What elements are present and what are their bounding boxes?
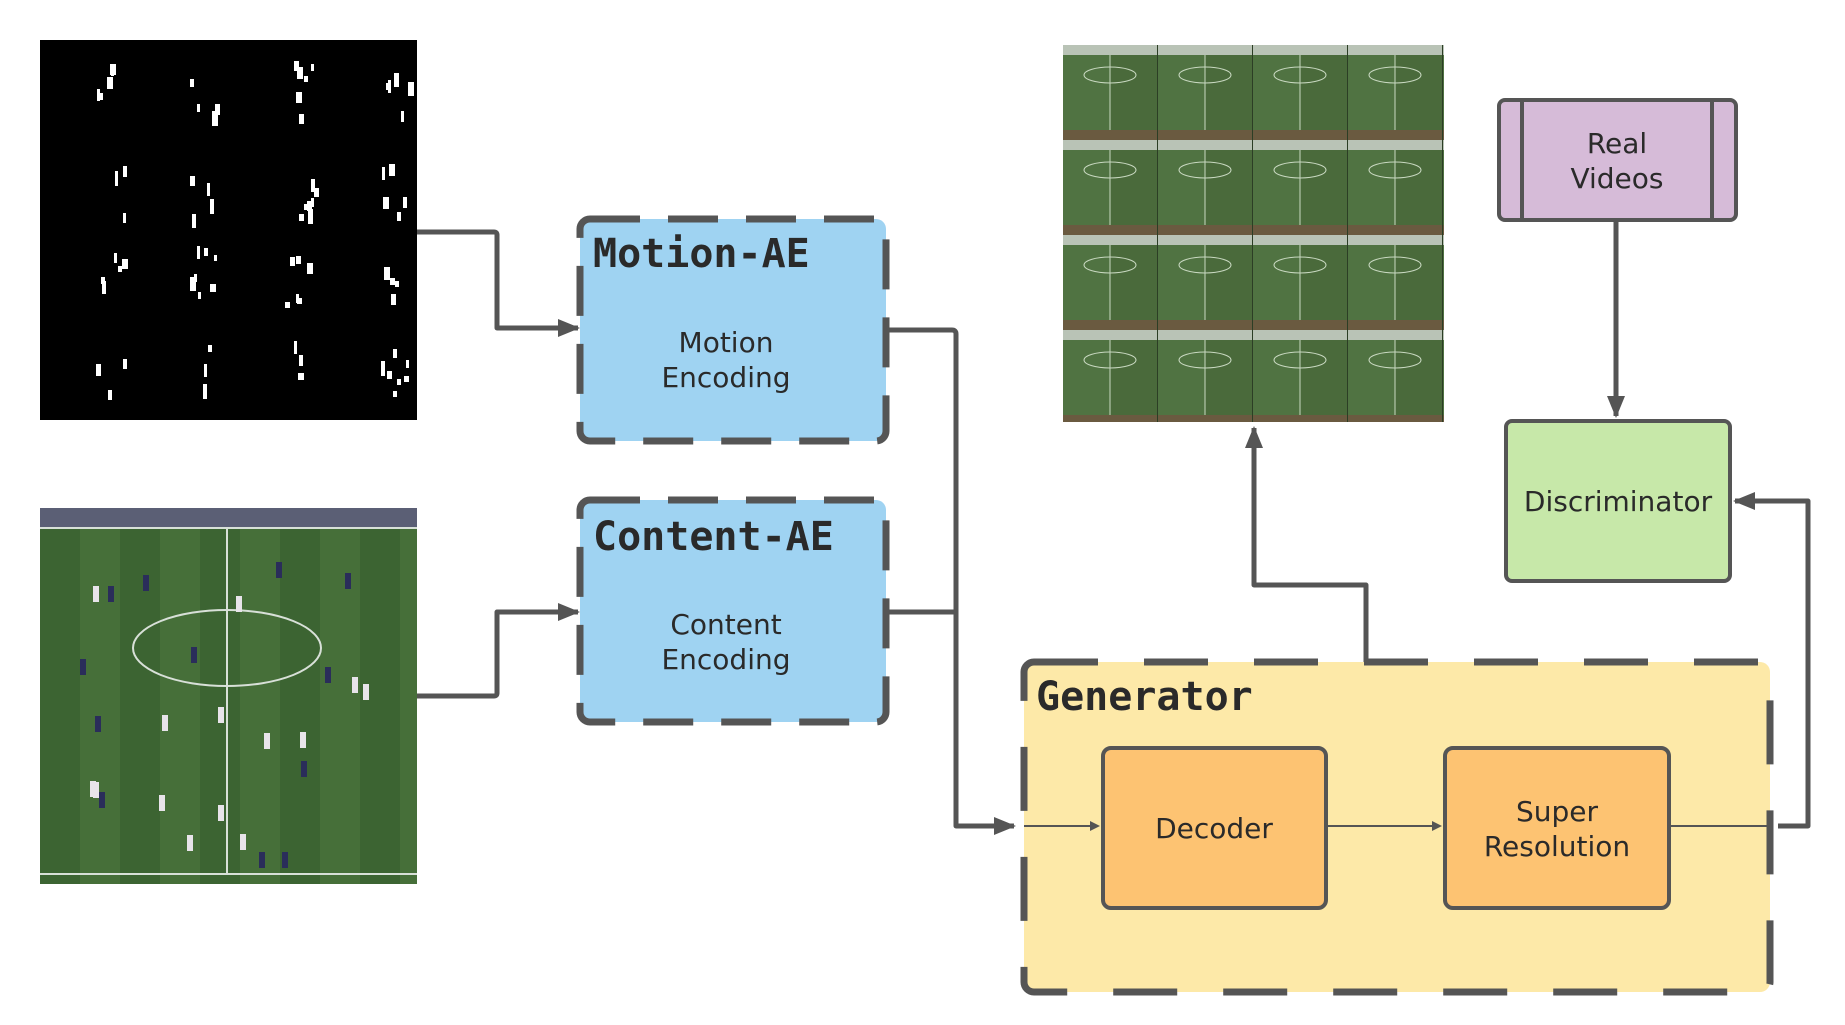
content-input-image <box>40 508 417 884</box>
decoder-label: Decoder <box>1155 812 1273 845</box>
content-ae-subtitle-line1: Content <box>670 608 781 641</box>
super-resolution-line2: Resolution <box>1484 830 1630 863</box>
content-ae-subtitle-line2: Encoding <box>661 643 790 676</box>
real-videos-line2: Videos <box>1570 162 1663 195</box>
discriminator-label: Discriminator <box>1524 485 1713 518</box>
motion-ae-to-generator-line <box>886 327 1016 835</box>
generator-box: Generator Decoder Super Resolution <box>1020 658 1774 996</box>
motion-to-motion-ae-arrow <box>417 229 580 337</box>
motion-ae-subtitle-line1: Motion <box>679 326 774 359</box>
generated-frames-image <box>1063 45 1444 422</box>
real-videos-box: Real Videos <box>1497 98 1738 222</box>
decoder-box: Decoder <box>1101 746 1328 910</box>
motion-ae-box: Motion-AE Motion Encoding <box>576 215 890 445</box>
motion-ae-title: Motion-AE <box>593 231 810 277</box>
motion-ae-subtitle-line2: Encoding <box>661 361 790 394</box>
content-ae-title: Content-AE <box>593 514 834 560</box>
generator-title: Generator <box>1036 674 1253 720</box>
content-to-content-ae-arrow <box>417 603 580 699</box>
motion-input-image <box>40 40 417 420</box>
content-ae-box: Content-AE Content Encoding <box>576 496 890 726</box>
generator-to-discriminator-arrow <box>1733 492 1811 829</box>
super-resolution-box: Super Resolution <box>1443 746 1671 910</box>
discriminator-box: Discriminator <box>1504 419 1732 583</box>
super-resolution-line1: Super <box>1516 795 1599 828</box>
real-videos-line1: Real <box>1587 127 1647 160</box>
